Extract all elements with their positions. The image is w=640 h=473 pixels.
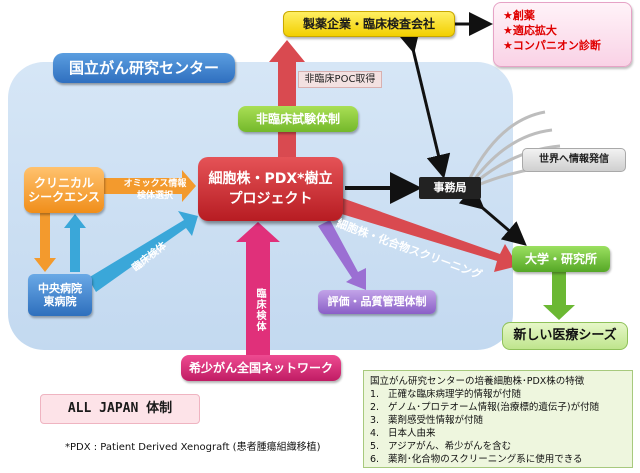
pharma-box: 製薬企業・臨床検査会社 <box>283 11 455 37</box>
omics-label: オミックス情報 検体選択 <box>112 178 198 202</box>
features-box: 国立がん研究センターの培養細胞株･PDX株の特徴 1. 正確な臨床病理学的情報が付… <box>363 370 633 468</box>
feature-text: 薬剤感受性情報が付随 <box>388 415 484 426</box>
clinical-line2: シークエンス <box>28 190 100 204</box>
arrow-hospital-to-project <box>88 211 198 292</box>
arrow-office-to-world-3 <box>475 144 561 184</box>
feature-num: 4. <box>370 428 380 439</box>
outcome-item: ★適応拡大 <box>503 24 557 37</box>
qc-label: 評価・品質管理体制 <box>327 295 427 309</box>
arrow-university-to-seeds <box>543 272 575 320</box>
feature-item: 1. 正確な臨床病理学的情報が付随 <box>370 388 626 401</box>
pdx-footnote: *PDX : Patient Derived Xenograft (患者腫瘍組織… <box>65 442 321 453</box>
arrow-project-to-pharma <box>269 40 305 157</box>
feature-text: 日本人由来 <box>388 428 436 439</box>
outcome-item: ★コンパニオン診断 <box>503 39 601 52</box>
arrow-clinical-to-project <box>104 170 196 202</box>
ncc-title: 国立がん研究センター <box>53 53 235 83</box>
arrow-office-to-world-2 <box>472 128 553 181</box>
arrow-screening <box>335 198 518 272</box>
clinical-line1: クリニカル <box>33 175 94 190</box>
feature-num: 3. <box>370 415 380 426</box>
new-medical-label: 新しい医療シーズ <box>513 328 617 344</box>
hospital-box: 中央病院 東病院 <box>28 274 92 316</box>
feature-item: 6. 薬剤･化合物のスクリーニング系に使用できる <box>370 453 626 466</box>
feature-text: ゲノム･プロテオーム情報(治療標的遺伝子)が付随 <box>388 402 600 413</box>
arrow-network-to-project <box>236 222 280 355</box>
preclinical-box: 非臨床試験体制 <box>238 106 358 132</box>
arrow-clinical-to-hospital <box>34 213 56 272</box>
feature-text: 正確な臨床病理学的情報が付随 <box>388 389 522 400</box>
omics-line1: オミックス情報 <box>123 179 187 189</box>
hospital-line2: 東病院 <box>43 295 77 308</box>
hospital-line1: 中央病院 <box>38 281 82 295</box>
network-label: 希少がん全国ネットワーク <box>188 360 333 375</box>
arrow-hospital-to-clinical <box>64 214 86 272</box>
features-title: 国立がん研究センターの培養細胞株･PDX株の特徴 <box>370 376 585 387</box>
outcomes-box: ★創薬 ★適応拡大 ★コンパニオン診断 <box>493 2 632 67</box>
all-japan-box: ALL JAPAN 体制 <box>40 394 200 424</box>
university-box: 大学・研究所 <box>512 246 610 272</box>
feature-item: 2. ゲノム･プロテオーム情報(治療標的遺伝子)が付随 <box>370 401 626 414</box>
qc-box: 評価・品質管理体制 <box>318 290 436 314</box>
arrow-office-university <box>458 185 527 246</box>
feature-text: アジアがん、希少がんを含む <box>388 441 512 452</box>
arrow-pharma-office <box>396 27 451 179</box>
omics-line2: 検体選択 <box>136 191 173 201</box>
world-label: 世界へ情報発信 <box>539 154 609 165</box>
arrow-office-to-world-1 <box>468 110 546 179</box>
office-label: 事務局 <box>433 181 467 195</box>
ncc-title-text: 国立がん研究センター <box>68 59 219 77</box>
all-japan-label: ALL JAPAN 体制 <box>67 401 173 417</box>
office-box: 事務局 <box>419 177 481 199</box>
feature-num: 5. <box>370 441 380 452</box>
feature-text: 薬剤･化合物のスクリーニング系に使用できる <box>388 454 583 465</box>
project-line1: 細胞株・PDX*樹立 <box>208 171 333 187</box>
feature-num: 1. <box>370 389 380 400</box>
feature-item: 4. 日本人由来 <box>370 427 626 440</box>
clinical-sequence-box: クリニカル シークエンス <box>24 167 104 213</box>
world-box: 世界へ情報発信 <box>522 148 626 172</box>
poc-label-text: 非臨床POC取得 <box>304 73 376 85</box>
preclinical-label: 非臨床試験体制 <box>255 111 340 126</box>
project-box: 細胞株・PDX*樹立 プロジェクト <box>198 157 343 221</box>
arrow-project-to-qc <box>318 220 366 290</box>
feature-item: 3. 薬剤感受性情報が付随 <box>370 414 626 427</box>
clinical-sample-label-network: 臨床検体 <box>254 288 265 332</box>
feature-num: 2. <box>370 402 380 413</box>
project-line2: プロジェクト <box>228 191 313 207</box>
rare-cancer-network-box: 希少がん全国ネットワーク <box>181 355 341 381</box>
university-label: 大学・研究所 <box>524 251 597 266</box>
poc-label: 非臨床POC取得 <box>298 71 382 88</box>
feature-num: 6. <box>370 454 380 465</box>
new-medical-seeds-box: 新しい医療シーズ <box>502 322 628 350</box>
feature-item: 5. アジアがん、希少がんを含む <box>370 440 626 453</box>
pharma-label: 製薬企業・臨床検査会社 <box>302 16 435 31</box>
outcome-item: ★創薬 <box>503 9 535 22</box>
